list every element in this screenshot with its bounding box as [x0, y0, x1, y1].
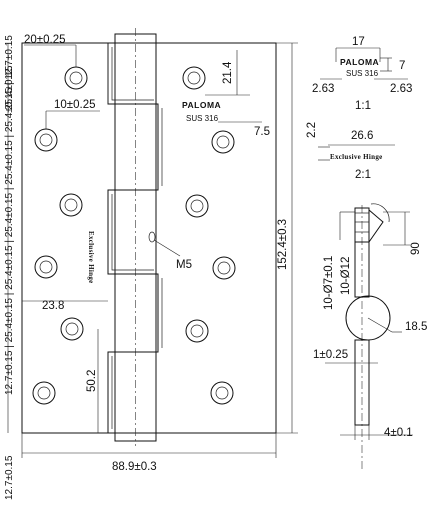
- pitch-chain-full: 12.7±0.15 | 25.4±0.15 | 25.4±0.15 | 25.4…: [4, 35, 15, 395]
- dimension-height: 152.4±0.3: [276, 42, 298, 434]
- screw-hole: [185, 194, 209, 218]
- left-leaf-holes: [32, 66, 88, 405]
- screw-hole: [182, 66, 206, 90]
- hinge-front-view: [21, 28, 277, 446]
- section-thickness: 4±0.1: [384, 427, 413, 439]
- dimension-slot: 7.5: [218, 121, 270, 138]
- leaf-material: SUS 316: [186, 114, 219, 123]
- pitch-chain-bottom: 12.7±0.15: [4, 455, 15, 500]
- m5-label: M5: [176, 259, 192, 271]
- height-label: 152.4±0.3: [277, 219, 289, 270]
- section-view: 90 18.5 10-Ø7±0.1 10-Ø12 1±0.25 4±0.1: [313, 203, 427, 470]
- logo-material: SUS 316: [346, 69, 379, 78]
- section-offset: 1±0.25: [313, 349, 348, 361]
- m5-hole: [148, 231, 156, 243]
- logo-detail: 17 PALOMA SUS 316 7 2.63 2.63 1:1: [312, 36, 412, 112]
- hole-edge-label: 20±0.25: [24, 34, 66, 46]
- screw-hole: [185, 319, 209, 343]
- width-label: 88.9±0.3: [112, 461, 157, 473]
- pitch-chain-top: 25.4±0.15: [4, 65, 15, 110]
- leaf-brand: PALOMA: [182, 100, 221, 110]
- screw-hole: [211, 130, 235, 154]
- section-counterbore: 10-Ø12: [340, 257, 352, 295]
- screw-hole: [210, 381, 234, 405]
- exclusive-width: 26.6: [351, 130, 373, 142]
- logo-brand: PALOMA: [340, 57, 379, 67]
- screw-hole: [59, 193, 83, 217]
- section-plate-bottom: [354, 339, 370, 426]
- dimension-gap: 21.4: [205, 50, 250, 96]
- dimension-hole-edge: 20±0.25: [24, 34, 77, 67]
- hinge-outline: [21, 42, 277, 434]
- spacing-label: 50.2: [86, 370, 98, 392]
- dimension-knuckle: 23.8: [22, 300, 108, 312]
- screw-hole: [34, 128, 58, 152]
- logo-height: 7: [399, 60, 405, 72]
- right-leaf-holes: [182, 66, 236, 405]
- countersink: [368, 209, 384, 243]
- screw-hole: [212, 256, 236, 280]
- section-angle: 90: [410, 242, 422, 255]
- screw-hole: [60, 317, 84, 341]
- gap-label: 21.4: [222, 61, 234, 84]
- dimension-hole-inset: 10±0.25: [45, 99, 100, 129]
- hole-inset-label: 10±0.25: [54, 99, 96, 111]
- logo-scale: 1:1: [355, 100, 371, 112]
- logo-offset-left: 2.63: [312, 83, 334, 95]
- exclusive-scale: 2:1: [355, 169, 371, 181]
- screw-hole: [32, 381, 56, 405]
- logo-offset-right: 2.63: [390, 83, 412, 95]
- section-bore: 10-Ø7±0.1: [323, 256, 335, 310]
- exclusive-text: Exclusive Hinge: [330, 153, 383, 161]
- exclusive-detail: 2.2 26.6 Exclusive Hinge 2:1: [306, 122, 395, 181]
- dimension-spacing: 50.2: [86, 329, 99, 433]
- leaf-vertical-text: Exclusive Hinge: [87, 231, 95, 284]
- screw-hole: [64, 66, 88, 90]
- knuckle-segments: [107, 43, 159, 433]
- dimension-width: 88.9±0.3: [21, 433, 277, 473]
- logo-width: 17: [352, 36, 365, 48]
- slot-label: 7.5: [254, 126, 270, 138]
- knuckle-label: 23.8: [42, 300, 64, 312]
- section-radius: 18.5: [405, 321, 427, 333]
- screw-hole: [34, 255, 58, 279]
- exclusive-height: 2.2: [306, 122, 318, 138]
